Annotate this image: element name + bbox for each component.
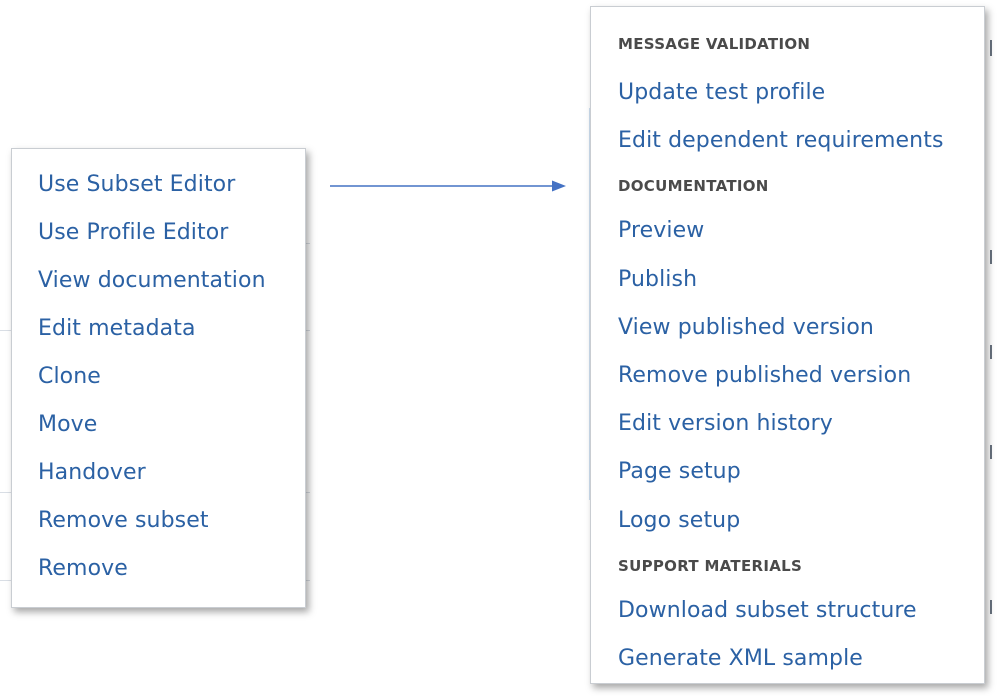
backdrop-edge-mark (990, 600, 992, 614)
menu-item-view-documentation[interactable]: View documentation (38, 268, 266, 293)
menu-item-clone[interactable]: Clone (38, 364, 101, 389)
backdrop-row-line (0, 492, 11, 493)
backdrop-edge-mark (990, 445, 992, 459)
section-header-documentation: DOCUMENTATION (618, 177, 769, 196)
menu-item-edit-version-history[interactable]: Edit version history (618, 411, 833, 437)
menu-item-update-test-profile[interactable]: Update test profile (618, 80, 826, 105)
menu-item-view-published-version[interactable]: View published version (618, 314, 874, 340)
menu-item-remove-published-version[interactable]: Remove published version (618, 362, 912, 388)
backdrop-row-line (306, 580, 310, 581)
menu-item-remove-subset[interactable]: Remove subset (38, 508, 209, 533)
backdrop-row-line (306, 243, 310, 244)
backdrop-row-line (306, 330, 310, 331)
menu-item-use-subset-editor[interactable]: Use Subset Editor (38, 172, 236, 197)
menu-item-logo-setup[interactable]: Logo setup (618, 507, 741, 533)
menu-item-preview[interactable]: Preview (618, 218, 705, 244)
menu-item-edit-dependent-requirements[interactable]: Edit dependent requirements (618, 128, 944, 154)
menu-item-download-subset-structure[interactable]: Download subset structure (618, 597, 917, 623)
menu-item-use-profile-editor[interactable]: Use Profile Editor (38, 220, 229, 245)
arrow-right-icon (330, 180, 566, 192)
section-header-message-validation: MESSAGE VALIDATION (618, 35, 811, 53)
backdrop-edge-mark (990, 250, 992, 264)
menu-item-generate-xml-sample[interactable]: Generate XML sample (618, 645, 863, 671)
menu-item-remove[interactable]: Remove (38, 556, 128, 581)
backdrop-edge-mark (990, 345, 992, 359)
backdrop-row-line (0, 330, 11, 331)
menu-item-move[interactable]: Move (38, 412, 98, 437)
backdrop-edge-mark (990, 40, 992, 56)
backdrop-row-line (306, 492, 310, 493)
menu-item-edit-metadata[interactable]: Edit metadata (38, 316, 196, 341)
backdrop-row-line (0, 580, 11, 581)
menu-item-handover[interactable]: Handover (38, 460, 146, 485)
menu-item-publish[interactable]: Publish (618, 266, 698, 292)
menu-item-page-setup[interactable]: Page setup (618, 459, 741, 485)
section-header-support-materials: SUPPORT MATERIALS (618, 556, 803, 575)
